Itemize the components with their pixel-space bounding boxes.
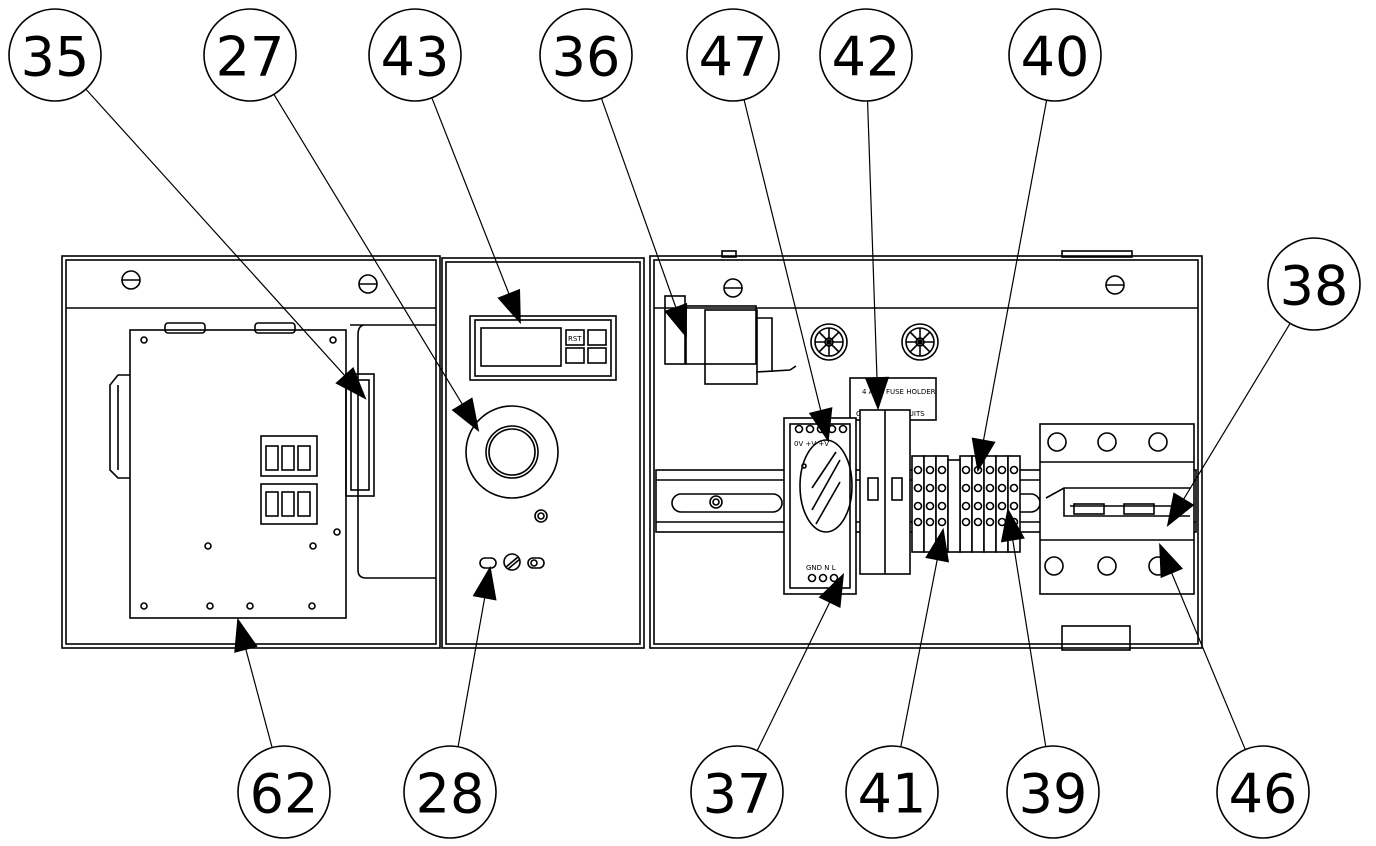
callout-label: 40 <box>1021 26 1090 89</box>
leader-line <box>1007 509 1047 747</box>
leader-line <box>1159 544 1246 750</box>
fuse-holder <box>859 409 911 575</box>
transformer <box>664 295 797 385</box>
callout-label: 43 <box>381 26 450 89</box>
arrowhead-icon <box>808 407 833 443</box>
end-stop <box>947 459 961 553</box>
callout-label: 38 <box>1280 255 1349 318</box>
rst-button-label: RST <box>568 335 582 343</box>
leader-lines <box>85 88 1291 751</box>
pilot-light <box>465 405 559 499</box>
terminal-block <box>959 455 973 553</box>
arrowhead-icon <box>1159 542 1184 579</box>
callout-balloon-39: 39 <box>1006 745 1100 839</box>
arrowhead-icon <box>1166 492 1195 527</box>
balloon-circle <box>203 8 297 102</box>
callout-balloons: 35 27 43 36 47 42 40 38 62 28 37 41 39 46 <box>8 8 1361 839</box>
balloon-circle <box>1267 237 1361 331</box>
callout-balloon-36: 36 <box>539 8 633 102</box>
screw-icon <box>723 278 743 298</box>
callout-balloon-40: 40 <box>1008 8 1102 102</box>
balloon-circle <box>368 8 462 102</box>
callout-balloon-37: 37 <box>690 745 784 839</box>
callout-label: 41 <box>858 763 927 826</box>
balloon-circle <box>237 745 331 839</box>
arrowhead-icon <box>925 527 950 563</box>
balloon-circle <box>845 745 939 839</box>
arrowhead-icon <box>818 572 845 609</box>
power-supply: 0V +V +V GND N L <box>783 417 857 595</box>
arrowhead-icon <box>451 397 480 432</box>
balloon-circle <box>8 8 102 102</box>
screw-icon <box>1105 275 1125 295</box>
leader-line <box>743 99 829 441</box>
terminal-block <box>983 455 997 553</box>
leader-line <box>85 88 366 399</box>
terminal-block <box>911 455 925 553</box>
balloon-circle <box>1008 8 1102 102</box>
arrowhead-icon <box>335 367 367 400</box>
arrowhead-icon <box>1000 507 1025 543</box>
leader-line <box>866 100 879 409</box>
arrowhead-icon <box>864 376 890 411</box>
callout-balloon-28: 28 <box>403 745 497 839</box>
label-plate-line1: 4 AMP FUSE HOLDER <box>862 388 936 396</box>
screw-icon <box>534 509 548 523</box>
leader-line <box>273 93 479 431</box>
balloon-circle <box>403 745 497 839</box>
callout-label: 42 <box>832 26 901 89</box>
arrowhead-icon <box>971 437 996 473</box>
callout-balloon-43: 43 <box>368 8 462 102</box>
vent-icon <box>810 323 848 361</box>
leader-line <box>900 529 944 747</box>
callout-label: 37 <box>703 763 772 826</box>
callout-balloon-38: 38 <box>1267 237 1361 331</box>
psu-top-label: 0V +V +V <box>794 440 829 448</box>
terminal-block <box>923 455 937 553</box>
callout-balloon-41: 41 <box>845 745 939 839</box>
balloon-circle <box>539 8 633 102</box>
callout-label: 35 <box>21 26 90 89</box>
leader-line <box>977 100 1048 471</box>
screw-icon <box>358 274 378 294</box>
callout-balloon-62: 62 <box>237 745 331 839</box>
callout-balloon-47: 47 <box>686 8 780 102</box>
callout-label: 47 <box>699 26 768 89</box>
disconnect-switch <box>109 322 436 619</box>
slotted-screw-icon <box>479 553 545 571</box>
screw-icon <box>121 270 141 290</box>
arrowhead-icon <box>497 288 521 325</box>
callout-label: 46 <box>1229 763 1298 826</box>
arrowhead-icon <box>664 302 688 339</box>
psu-bottom-label: GND N L <box>806 564 836 572</box>
leader-line <box>600 98 687 337</box>
right-panel: 4 AMP FUSE HOLDER CONTROL CIRCUITS 0V +V… <box>649 250 1203 651</box>
arrowhead-icon <box>472 565 497 601</box>
balloon-circle <box>819 8 913 102</box>
middle-panel: RST <box>441 257 645 649</box>
balloon-circle <box>1216 745 1310 839</box>
left-panel <box>61 255 441 649</box>
terminal-block <box>971 455 985 553</box>
callout-balloon-35: 35 <box>8 8 102 102</box>
leader-line <box>756 574 844 751</box>
callout-label: 62 <box>250 763 319 826</box>
callout-balloon-46: 46 <box>1216 745 1310 839</box>
callout-balloon-27: 27 <box>203 8 297 102</box>
arrowhead-icon <box>234 617 258 653</box>
temperature-controller: RST <box>469 315 617 381</box>
balloon-circle <box>690 745 784 839</box>
callout-balloon-42: 42 <box>819 8 913 102</box>
leader-line <box>1167 323 1291 526</box>
callout-label: 27 <box>216 26 285 89</box>
terminal-blocks <box>911 455 1021 553</box>
callout-label: 39 <box>1019 763 1088 826</box>
callout-label: 28 <box>416 763 485 826</box>
balloon-circle <box>686 8 780 102</box>
balloon-circle <box>1006 745 1100 839</box>
leader-line <box>431 97 521 323</box>
vent-icon <box>901 323 939 361</box>
callout-label: 36 <box>552 26 621 89</box>
